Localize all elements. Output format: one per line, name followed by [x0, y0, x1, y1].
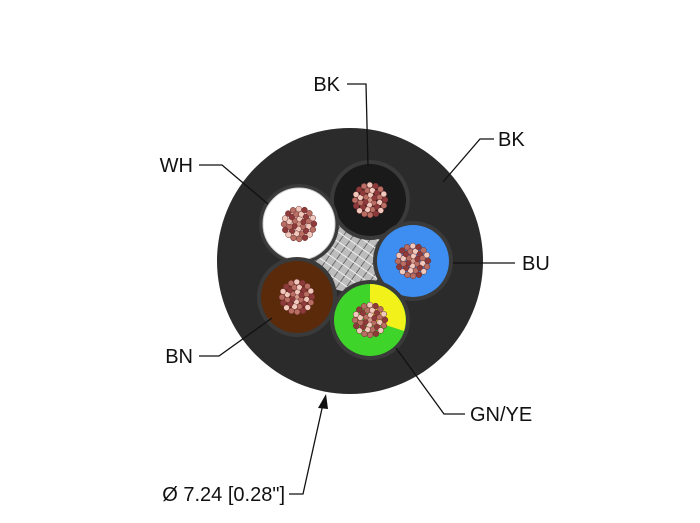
- conductor-strand: [352, 311, 360, 318]
- label-bu: BU: [522, 253, 550, 275]
- conductor-strand: [304, 304, 311, 311]
- leader-gnye: [395, 347, 465, 415]
- conductor-strand: [424, 257, 432, 264]
- conductor-strand: [289, 207, 297, 214]
- conductor-strand: [399, 268, 406, 275]
- conductor-strand: [360, 303, 368, 310]
- conductor-strand: [410, 272, 417, 280]
- label-gnye: GN/YE: [470, 404, 532, 426]
- leader-bk-jacket: [442, 138, 494, 183]
- leader-bk-top: [347, 83, 369, 167]
- conductor-strand: [310, 220, 318, 227]
- conductor-strand: [280, 221, 288, 228]
- conductor-strand: [306, 210, 313, 217]
- conductor-strand: [367, 331, 374, 339]
- conductor-strand: [396, 263, 403, 271]
- conductor-strand: [301, 206, 308, 214]
- conductor-strand: [372, 330, 380, 337]
- conductor-strand: [293, 278, 300, 286]
- conductor-strand: [306, 231, 313, 238]
- core-black: [330, 160, 410, 240]
- core-green-yellow: [330, 280, 410, 360]
- conductor-strand: [353, 202, 360, 210]
- conductor-strand: [294, 308, 301, 316]
- conductor-strand: [278, 294, 286, 301]
- conductor-strand: [415, 243, 422, 251]
- conductor-strand: [309, 214, 316, 222]
- core-brown: [257, 257, 337, 337]
- conductor-strand: [420, 268, 427, 275]
- conductor-strand: [299, 307, 307, 314]
- conductor-strand: [380, 202, 388, 209]
- conductor-strand: [360, 183, 368, 190]
- conductor-strand: [307, 299, 315, 306]
- conductor-strand: [372, 302, 379, 310]
- conductor-strand: [285, 210, 292, 217]
- conductor-strand: [372, 210, 380, 217]
- conductor-strand: [296, 235, 303, 243]
- conductor-strand: [381, 316, 389, 323]
- conductor-strand: [381, 196, 389, 203]
- conductor-strand: [307, 287, 314, 295]
- conductor-strand: [351, 317, 359, 324]
- conductor-strand: [423, 263, 431, 270]
- conductor-strand: [399, 247, 406, 254]
- leader-wh: [199, 164, 269, 205]
- conductor-strand: [377, 207, 384, 214]
- conductor-strand: [366, 301, 373, 309]
- conductor-strand: [304, 283, 311, 290]
- conductor-strand: [283, 304, 290, 311]
- conductor-strand: [420, 247, 427, 254]
- leader-bn: [199, 317, 273, 357]
- conductor-strand: [356, 207, 363, 214]
- conductor-strand: [409, 242, 416, 250]
- core-white: [259, 184, 339, 264]
- label-bn: BN: [165, 346, 193, 368]
- conductor-strand: [352, 191, 360, 198]
- conductor-strand: [295, 205, 302, 213]
- conductor-strand: [394, 258, 402, 265]
- conductor-strand: [380, 310, 387, 318]
- conductor-strand: [356, 327, 363, 334]
- conductor-strand: [356, 306, 363, 313]
- conductor-strand: [395, 252, 403, 259]
- conductor-strand: [380, 322, 388, 329]
- conductor-strand: [366, 181, 373, 189]
- conductor-strand: [283, 283, 290, 290]
- label-bk-jacket: BK: [498, 129, 525, 151]
- conductor-strand: [380, 190, 387, 198]
- conductor-strand: [353, 322, 360, 330]
- conductor-strand: [351, 197, 359, 204]
- conductor-strand: [356, 186, 363, 193]
- conductor-strand: [377, 327, 384, 334]
- conductor-strand: [423, 251, 430, 259]
- conductor-strand: [280, 299, 287, 307]
- leader-diameter: [289, 403, 324, 495]
- conductor-strand: [367, 211, 374, 219]
- conductor-strand: [279, 288, 287, 295]
- label-wh: WH: [160, 155, 193, 177]
- core-blue: [373, 221, 453, 301]
- diameter-arrowhead: [318, 394, 328, 409]
- conductor-strand: [299, 279, 306, 287]
- label-diameter: Ø 7.24 [0.28"]: [162, 484, 285, 506]
- conductor-strand: [287, 280, 295, 287]
- conductor-strand: [285, 231, 292, 238]
- conductor-strand: [372, 182, 379, 190]
- label-bk-core: BK: [313, 74, 340, 96]
- conductor-strand: [377, 186, 384, 193]
- conductor-strand: [281, 215, 289, 222]
- conductor-strand: [308, 293, 316, 300]
- conductor-strand: [282, 226, 289, 234]
- conductor-strand: [415, 271, 423, 278]
- conductor-strand: [403, 244, 411, 251]
- conductor-strand: [309, 226, 317, 233]
- conductor-strand: [377, 306, 384, 313]
- conductor-strand: [301, 234, 309, 241]
